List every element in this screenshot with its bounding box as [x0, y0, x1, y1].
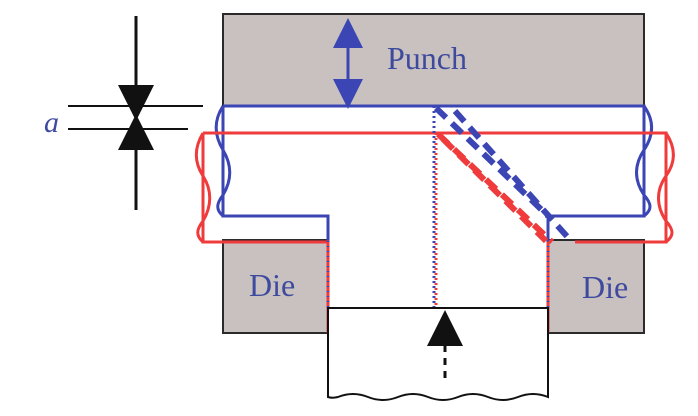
workpiece-blue-left-break — [214, 105, 232, 218]
ejector-block — [327, 307, 549, 401]
punch-block — [222, 13, 645, 107]
workpiece-blue-right-break — [635, 105, 653, 218]
die-right-block — [547, 239, 645, 334]
workpiece-red-left-break — [194, 132, 212, 244]
die-left-block — [222, 239, 329, 334]
gap-label: a — [44, 106, 59, 139]
shear-line-red-2 — [440, 136, 549, 244]
die-right-label: Die — [582, 269, 628, 305]
punch-label: Punch — [387, 40, 467, 76]
die-left-label: Die — [249, 267, 295, 303]
shear-line-blue — [433, 105, 551, 219]
shear-line-blue-2 — [452, 109, 575, 244]
workpiece-red-right-break — [657, 132, 675, 244]
